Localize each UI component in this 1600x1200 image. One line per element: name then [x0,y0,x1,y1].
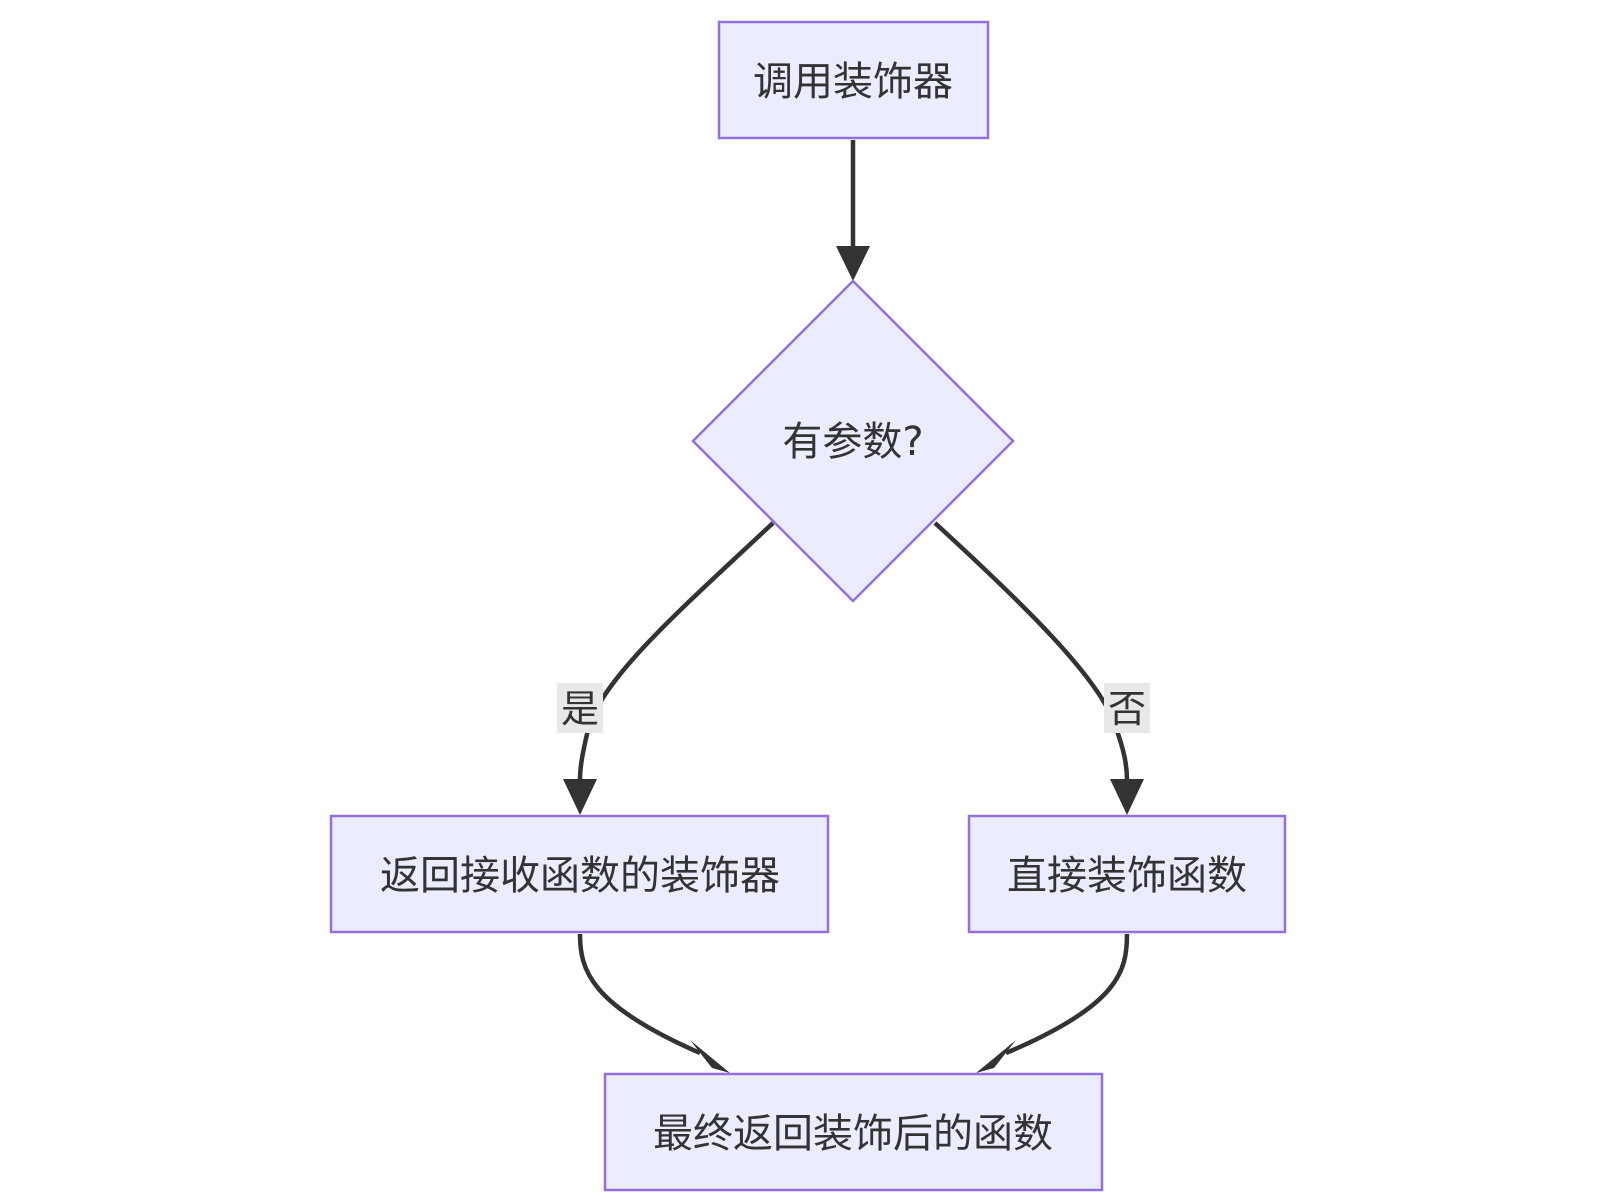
node-no-args-label: 直接装饰函数 [1007,853,1247,899]
node-decision-diamond [691,279,1015,603]
edge-label-yes: 是 [557,683,603,733]
arrowhead-no [1110,779,1144,815]
node-end: 最终返回装饰后的函数 [603,1072,1104,1192]
node-with-args-box [329,814,830,934]
node-with-args: 返回接收函数的装饰器 [329,814,830,934]
node-decision: 有参数? [691,279,1015,603]
arrowhead-with-args-to-end [690,1040,730,1073]
arrowhead-yes [563,779,597,815]
node-no-args-box [967,814,1287,934]
node-no-args: 直接装饰函数 [967,814,1287,934]
node-decision-label: 有参数? [782,419,923,465]
edge-no [933,521,1130,781]
edge-label-yes-bg [557,683,603,733]
arrowhead-start-to-decision [836,246,870,281]
edge-label-no-bg [1104,683,1150,733]
edge-label-no: 否 [1104,683,1150,733]
node-with-args-label: 返回接收函数的装饰器 [380,853,780,899]
edge-yes [577,521,775,781]
node-start-label: 调用装饰器 [753,59,953,105]
edge-no-args-to-end [1005,933,1130,1056]
node-start: 调用装饰器 [717,20,990,140]
node-start-box [717,20,990,140]
node-end-label: 最终返回装饰后的函数 [653,1111,1053,1157]
edges [563,140,1144,1073]
edge-with-args-to-end [577,933,701,1056]
edge-label-yes-text: 是 [561,687,599,731]
node-end-box [603,1072,1104,1192]
edge-label-no-text: 否 [1108,687,1146,731]
arrowhead-no-args-to-end [976,1040,1016,1073]
